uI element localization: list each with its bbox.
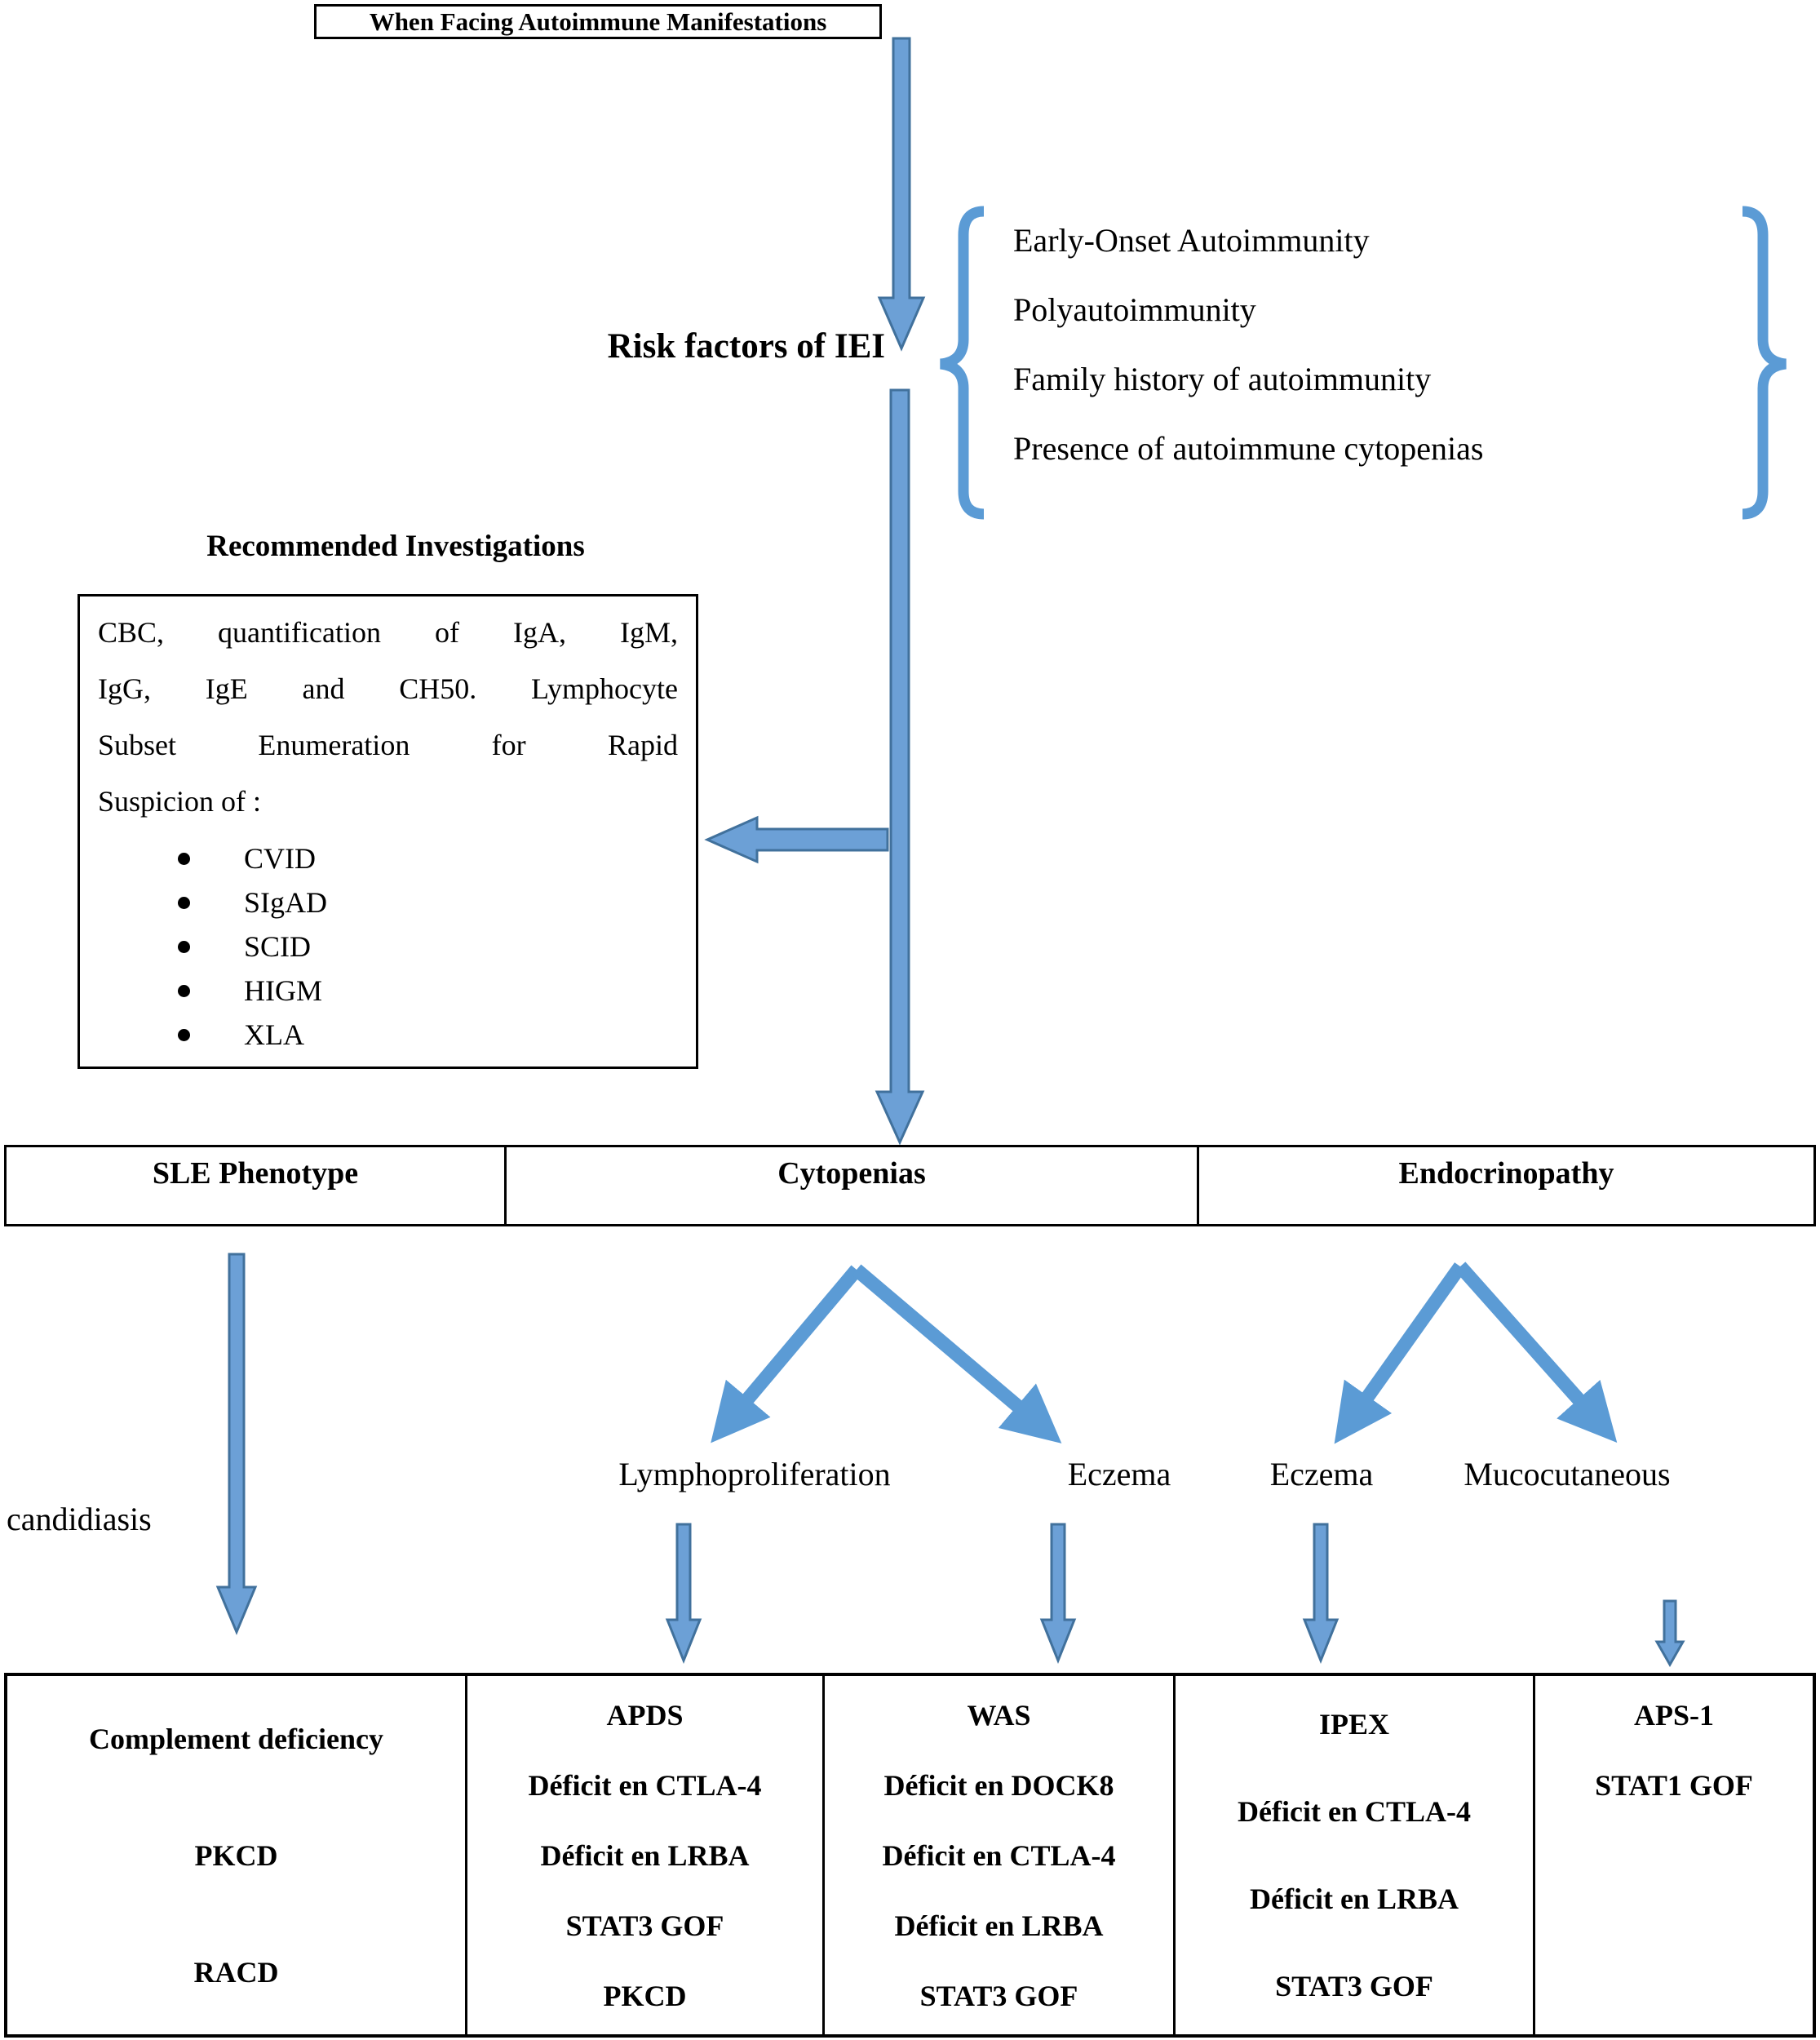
outcome-entry: STAT3 GOF <box>1275 1969 1433 2002</box>
bullet-dot-icon <box>178 940 190 953</box>
outcome-entry: APDS <box>606 1699 684 1732</box>
endocrinopathy-to-mucocutaneous-arrow-icon <box>1455 1262 1618 1444</box>
risk-factors-left-brace-icon <box>939 206 985 520</box>
eczema-cytopenias-label: Eczema <box>1067 1456 1171 1492</box>
investigations-text-line: Suspicion of : <box>98 785 262 818</box>
outcome-entry: PKCD <box>194 1838 278 1872</box>
outcome-entry: Déficit en CTLA-4 <box>882 1839 1116 1872</box>
bullet-item: SIgAD <box>98 880 678 925</box>
category-header-row: SLE Phenotype Cytopenias Endocrinopathy <box>4 1145 1816 1226</box>
mucocutaneous-down-arrow-icon <box>1654 1599 1685 1668</box>
eczema-endocrinopathy-down-arrow-icon <box>1302 1523 1340 1665</box>
outcome-entry: APS-1 <box>1634 1699 1714 1732</box>
outcome-column-sle: Complement deficiency PKCD RACD <box>7 1676 465 2034</box>
mucocutaneous-label: Mucocutaneous <box>1464 1456 1671 1492</box>
outcome-column-lymphoproliferation: APDS Déficit en CTLA-4 Déficit en LRBA S… <box>465 1676 822 2034</box>
to-investigations-left-arrow-icon <box>704 815 889 864</box>
outcome-entry: Déficit en CTLA-4 <box>1238 1794 1471 1828</box>
risk-factor-item: Presence of autoimmune cytopenias <box>1013 430 1484 467</box>
outcome-entry: Déficit en CTLA-4 <box>528 1769 762 1802</box>
endocrinopathy-to-eczema-arrow-icon <box>1334 1262 1466 1444</box>
risk-factors-label: Risk factors of IEI <box>607 327 885 366</box>
bullet-dot-icon <box>178 1028 190 1041</box>
risk-to-categories-down-arrow-icon <box>875 388 925 1146</box>
outcomes-table: Complement deficiency PKCD RACD APDS Déf… <box>4 1673 1816 2038</box>
bullet-item: SCID <box>98 925 678 969</box>
outcome-entry: RACD <box>193 1955 279 1989</box>
page-title: When Facing Autoimmune Manifestations <box>369 7 827 36</box>
outcome-entry: IPEX <box>1318 1707 1389 1741</box>
bullet-dot-icon <box>178 852 190 865</box>
outcome-entry: Déficit en LRBA <box>1250 1882 1459 1915</box>
investigations-text-line: Subset Enumeration for Rapid <box>98 729 678 761</box>
risk-factor-item: Early-Onset Autoimmunity <box>1013 222 1370 259</box>
investigations-box: CBC, quantification of IgA, IgM, IgG, Ig… <box>77 594 698 1069</box>
outcome-column-mucocutaneous: APS-1 STAT1 GOF <box>1533 1676 1813 2034</box>
outcome-entry: STAT3 GOF <box>919 1980 1078 2012</box>
outcome-entry: Déficit en LRBA <box>894 1909 1104 1942</box>
bullet-dot-icon <box>178 984 190 997</box>
lymphoproliferation-label: Lymphoproliferation <box>618 1456 891 1492</box>
category-cell-sle-phenotype: SLE Phenotype <box>152 1156 359 1191</box>
category-cell-cytopenias: Cytopenias <box>504 1147 1197 1224</box>
outcome-entry: WAS <box>967 1699 1031 1732</box>
eczema-cytopenias-down-arrow-icon <box>1039 1523 1077 1665</box>
title-box: When Facing Autoimmune Manifestations <box>314 4 882 39</box>
investigations-text-line: CBC, quantification of IgA, IgM, <box>98 616 678 649</box>
risk-factor-item: Family history of autoimmunity <box>1013 361 1432 397</box>
outcome-entry: Complement deficiency <box>89 1722 383 1755</box>
sle-down-arrow-icon <box>215 1253 258 1635</box>
bullet-dot-icon <box>178 896 190 909</box>
outcome-entry: PKCD <box>603 1980 687 2012</box>
risk-factors-right-brace-icon <box>1742 206 1787 520</box>
lymphoproliferation-down-arrow-icon <box>665 1523 702 1665</box>
candidiasis-label: candidiasis <box>7 1501 152 1537</box>
investigations-heading: Recommended Investigations <box>206 530 585 563</box>
category-cell-endocrinopathy: Endocrinopathy <box>1197 1147 1813 1224</box>
outcome-entry: Déficit en DOCK8 <box>883 1769 1114 1802</box>
outcome-entry: STAT3 GOF <box>565 1909 724 1942</box>
cytopenias-to-lymphoproliferation-arrow-icon <box>711 1265 862 1444</box>
outcome-column-eczema-endocrinopathy: IPEX Déficit en CTLA-4 Déficit en LRBA S… <box>1173 1676 1533 2034</box>
outcome-entry: STAT1 GOF <box>1595 1769 1753 1802</box>
bullet-item: CVID <box>98 836 678 880</box>
bullet-item: XLA <box>98 1013 678 1057</box>
eczema-endocrinopathy-label: Eczema <box>1269 1456 1374 1492</box>
outcome-entry: Déficit en LRBA <box>540 1839 750 1872</box>
risk-factors-list: Early-Onset Autoimmunity Polyautoimmunit… <box>1013 206 1731 483</box>
cytopenias-to-eczema-arrow-icon <box>852 1264 1062 1444</box>
investigations-bullet-list: CVID SIgAD SCID HIGM XLA <box>98 836 678 1057</box>
title-to-risk-down-arrow-icon <box>877 37 926 352</box>
risk-factor-item: Polyautoimmunity <box>1013 291 1256 328</box>
bullet-item: HIGM <box>98 969 678 1013</box>
outcome-column-eczema-cytopenias: WAS Déficit en DOCK8 Déficit en CTLA-4 D… <box>822 1676 1173 2034</box>
investigations-text-line: IgG, IgE and CH50. Lymphocyte <box>98 672 678 705</box>
